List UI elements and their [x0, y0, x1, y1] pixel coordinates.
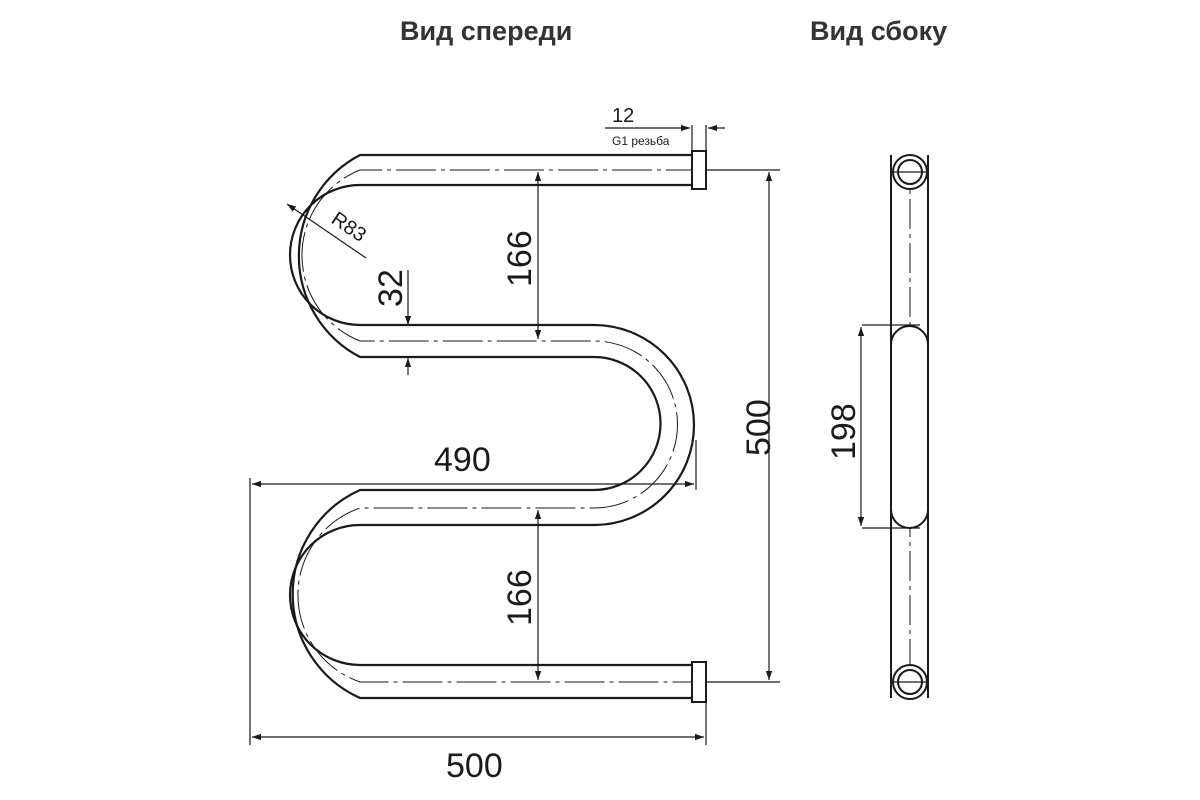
pipe-outer-outline	[291, 153, 706, 700]
dim-line-bend-radius	[286, 203, 367, 259]
bend-radius-label: R83	[327, 208, 370, 247]
side-view	[890, 154, 929, 700]
dimension-lines	[252, 124, 865, 741]
side-depth-label: 198	[825, 403, 863, 460]
side-middle-loop	[890, 325, 929, 529]
side-view-title: Вид сбоку	[810, 16, 948, 46]
front-view-title: Вид спереди	[400, 16, 573, 46]
overall-height-label: 500	[740, 399, 778, 456]
thread-fitting-bottom	[691, 661, 707, 703]
pipe-diameter-label: 32	[372, 269, 410, 307]
thread-type-label: G1 резьба	[612, 134, 670, 148]
thread-width-label: 12	[612, 105, 634, 127]
thread-fitting-top	[691, 150, 707, 190]
inner-width-label: 490	[434, 441, 491, 479]
loop-spacing-top-label: 166	[501, 230, 539, 287]
overall-width-label: 500	[446, 747, 503, 785]
pipe-inner-outline	[288, 183, 706, 667]
dimension-labels: 12 G1 резьба R83 32 166 166 490 500 500 …	[327, 105, 863, 785]
loop-spacing-bottom-label: 166	[501, 569, 539, 626]
pipe-centerline	[297, 169, 706, 683]
